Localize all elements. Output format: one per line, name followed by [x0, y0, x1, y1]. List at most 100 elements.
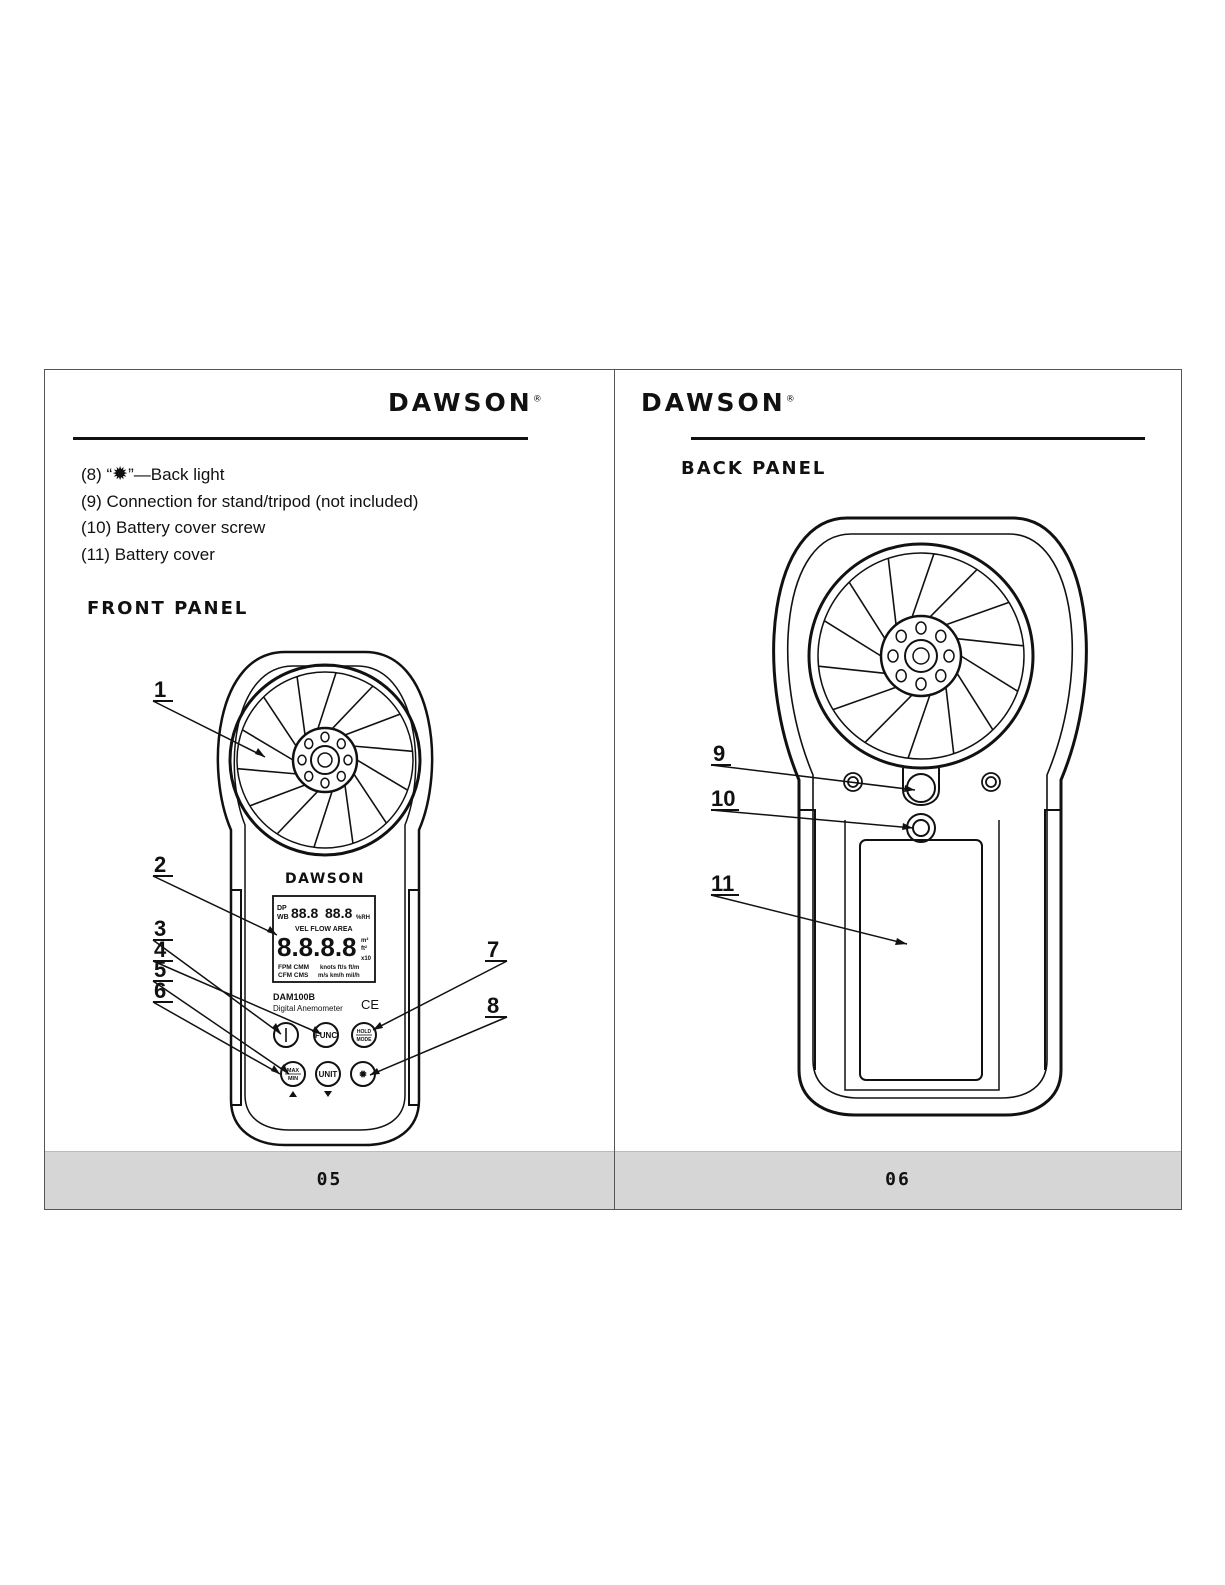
fan-blade [344, 784, 354, 844]
back-panel-illustration: 9 10 11 [710, 516, 1088, 1117]
page-number: 05 [316, 1169, 343, 1190]
callout-11: 11 [711, 871, 734, 896]
lcd-top-digits2: 88.8 [325, 905, 352, 921]
fan-blade [887, 558, 897, 625]
lcd-units-3: knots ft/s ft/m [320, 965, 359, 971]
fan-blade [296, 676, 306, 736]
hub-hole [887, 649, 899, 663]
hub-hole [303, 770, 314, 782]
list-item: (10) Battery cover screw [81, 518, 266, 537]
lcd-rh: %RH [356, 915, 370, 921]
tripod-boss [902, 768, 940, 806]
func-button[interactable] [313, 1022, 339, 1048]
front-panel-illustration: DAWSON DP WB 88.8 88.8 %RH VEL FLOW AREA… [152, 650, 508, 1147]
callout-6: 6 [154, 978, 166, 1003]
leader-2 [152, 875, 278, 936]
unit-label: UNIT [319, 1070, 338, 1079]
fan-blade [237, 767, 297, 775]
fan-blade [356, 759, 409, 791]
hub-hole [915, 677, 927, 691]
page-number: 06 [885, 1169, 911, 1190]
registered-mark: ® [785, 394, 795, 405]
header-rule [691, 437, 1145, 440]
hub-hole [943, 649, 955, 663]
leader-1 [152, 700, 266, 758]
callout-3: 3 [154, 916, 166, 941]
fan-blade [823, 620, 882, 657]
lcd-top-digits: 88.8 [291, 905, 318, 921]
fan-blade [353, 773, 388, 824]
lcd-main-digits: 8.8.8.8 [277, 932, 357, 962]
fan-blade [276, 790, 319, 835]
device-back-inner [786, 533, 1074, 1099]
list-item: (8) “✹”—Back light [81, 464, 225, 485]
callout-9: 9 [713, 741, 725, 766]
device-body-inner [233, 665, 417, 1131]
leader-7 [372, 960, 508, 1031]
fan-blade [945, 687, 955, 754]
hub-hole [895, 629, 907, 643]
device-brand: DAWSON [285, 871, 365, 887]
fan-blade [945, 601, 1010, 626]
lcd-units-1: FPM CMM [278, 964, 309, 971]
registered-mark: ® [532, 394, 542, 405]
callout-7: 7 [487, 937, 499, 962]
hub-hole [297, 754, 307, 766]
device-subtitle: Digital Anemometer [273, 1004, 343, 1013]
hub-hole [343, 754, 353, 766]
device-model: DAM100B [273, 992, 316, 1002]
page-left: DAWSON® (8) “✹”—Back light (9) Connectio… [45, 370, 615, 1209]
fan-blade [907, 694, 931, 759]
battery-cover [859, 839, 983, 1081]
device-back-outline [772, 516, 1088, 1117]
brand-name: DAWSON [641, 388, 786, 417]
brand-logo: DAWSON® [641, 388, 795, 417]
callout-8: 8 [487, 993, 499, 1018]
hub-hole [935, 629, 947, 643]
leader-3 [152, 939, 282, 1035]
max-label: MAX [287, 1068, 300, 1074]
fan-blade [956, 672, 994, 731]
hub-hole [915, 621, 927, 635]
lcd-x10: x10 [361, 956, 372, 962]
fan-blade [344, 713, 401, 736]
fan-blade [317, 672, 337, 730]
list-item: (9) Connection for stand/tripod (not inc… [81, 491, 419, 511]
callout-10: 10 [711, 786, 735, 811]
hub-hole [303, 738, 314, 750]
min-label: MIN [288, 1076, 298, 1082]
lcd-units-4: m/s km/h mil/h [318, 973, 360, 979]
fan-blade [864, 694, 913, 744]
fan-blade [832, 686, 897, 711]
ce-mark: CE [361, 997, 379, 1012]
sun-icon: ✹ [358, 1069, 367, 1081]
callout-4: 4 [154, 937, 167, 962]
leader-10 [710, 809, 914, 829]
mode-label: MODE [357, 1037, 373, 1043]
list-item: (11) Battery cover [81, 544, 215, 564]
manual-spread: DAWSON® (8) “✹”—Back light (9) Connectio… [44, 369, 1182, 1210]
hold-label: HOLD [357, 1029, 372, 1035]
front-panel-title: FRONT PANEL [87, 598, 249, 619]
feature-list: (8) “✹”—Back light (9) Connection for st… [81, 462, 418, 568]
lcd-dp: DP [277, 905, 287, 912]
callout-2: 2 [154, 852, 166, 877]
lcd-ft2: ft² [361, 945, 367, 952]
fan-impeller [228, 663, 422, 857]
lcd-modes: VEL FLOW AREA [295, 926, 353, 933]
leader-8 [369, 1016, 508, 1076]
lcd-wb: WB [277, 914, 289, 921]
leader-4 [152, 960, 322, 1035]
callout-5: 5 [154, 957, 166, 982]
fan-impeller-back [807, 542, 1035, 770]
leader-9 [710, 764, 916, 791]
hub-hole [336, 770, 347, 782]
brand-logo: DAWSON® [388, 388, 542, 417]
leader-6 [152, 1001, 281, 1075]
fan-blade [313, 790, 333, 848]
sun-icon: ✹ [112, 464, 129, 485]
hub-hole [320, 731, 330, 743]
unit-button[interactable] [315, 1061, 341, 1087]
fan-blade [353, 745, 413, 753]
page-footer-left: 05 [45, 1151, 614, 1209]
